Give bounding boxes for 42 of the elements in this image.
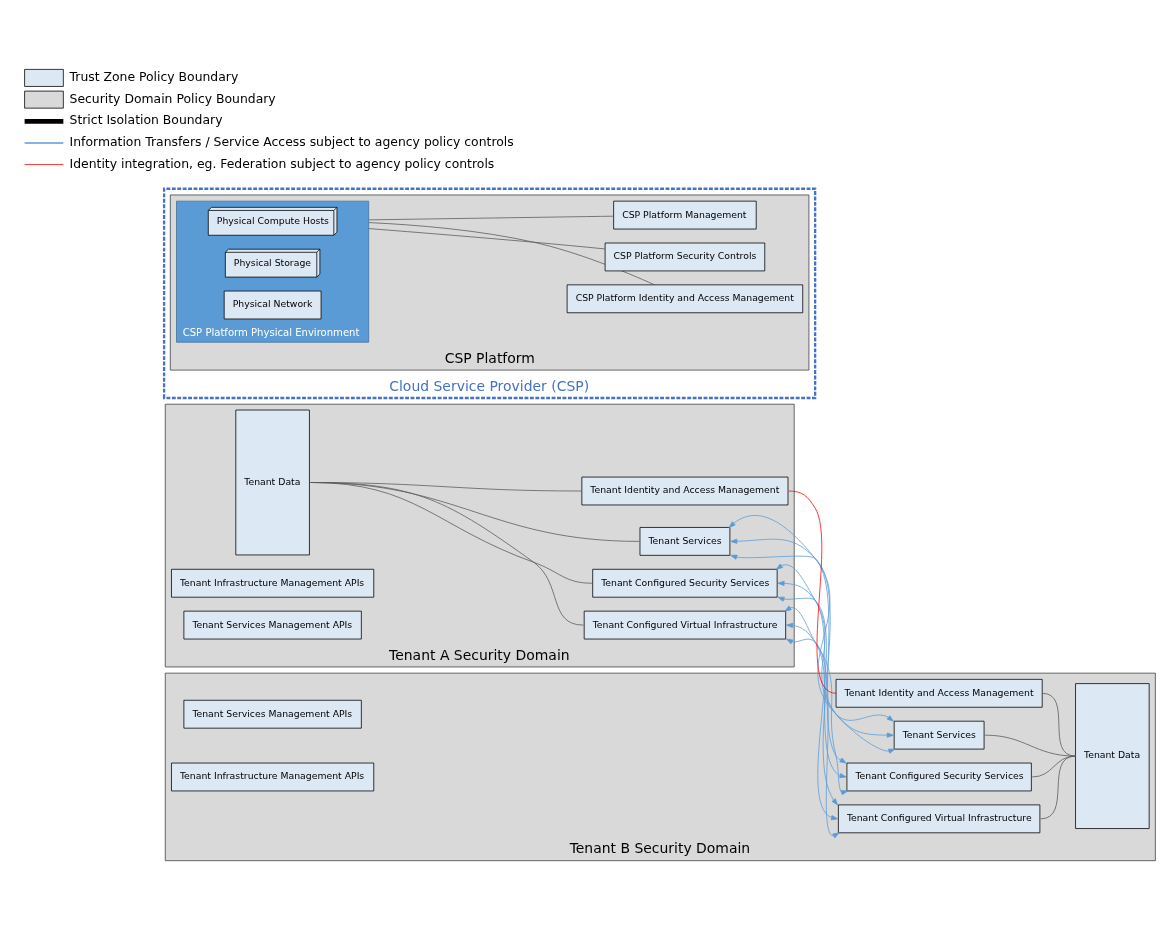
- legend-label: Strict Isolation Boundary: [69, 111, 223, 127]
- connector: [368, 221, 655, 285]
- connector: [368, 227, 606, 249]
- arrow: [786, 638, 840, 838]
- node-box: Tenant Configured Virtual Infrastructure: [583, 610, 787, 639]
- node-box: CSP Platform Management: [613, 200, 757, 229]
- arrow: [730, 538, 847, 763]
- connector: [310, 481, 582, 491]
- node-box: Tenant Services: [639, 526, 731, 556]
- node-box: Tenant Services Management APIs: [183, 699, 362, 729]
- arrow: [784, 605, 896, 754]
- node-box: Tenant Identity and Access Management: [835, 678, 1043, 708]
- node-box: Tenant Data: [1075, 682, 1150, 829]
- node-box: CSP Platform Identity and Access Management: [566, 283, 804, 313]
- legend-label: Identity integration, eg. Federation subject to agency policy controls: [69, 155, 495, 171]
- legend-label: Security Domain Policy Boundary: [69, 90, 276, 106]
- node-box: Tenant Infrastructure Management APIs: [171, 568, 375, 598]
- node-box: CSP Platform Security Controls: [604, 242, 766, 271]
- legend-label: Information Transfers / Service Access subject to agency policy controls: [69, 133, 514, 149]
- legend-label: Trust Zone Policy Boundary: [69, 68, 239, 84]
- node-box: Tenant Configured Security Services: [846, 762, 1032, 791]
- connector: [1040, 755, 1076, 819]
- node-box: Tenant Services: [893, 720, 985, 749]
- arrow: [777, 580, 847, 778]
- arrow: [728, 514, 894, 722]
- arrow: [730, 554, 838, 805]
- arrow: [786, 622, 849, 795]
- connector: [310, 481, 640, 542]
- connector: [788, 490, 837, 694]
- arrow: [777, 596, 838, 820]
- node-box: Tenant Configured Security Services: [592, 568, 778, 598]
- arrow: [776, 563, 894, 738]
- node-box: Tenant Identity and Access Management: [581, 476, 789, 505]
- connector: [1041, 692, 1076, 756]
- node-box: Tenant Configured Virtual Infrastructure: [838, 804, 1041, 833]
- connector: [368, 215, 614, 220]
- connector: [310, 481, 584, 625]
- node-box: Physical Network: [223, 290, 322, 319]
- connector: [310, 481, 593, 584]
- node-box: Tenant Infrastructure Management APIs: [171, 762, 375, 791]
- node-box: Tenant Data: [235, 409, 310, 555]
- node-box: Tenant Services Management APIs: [183, 610, 362, 639]
